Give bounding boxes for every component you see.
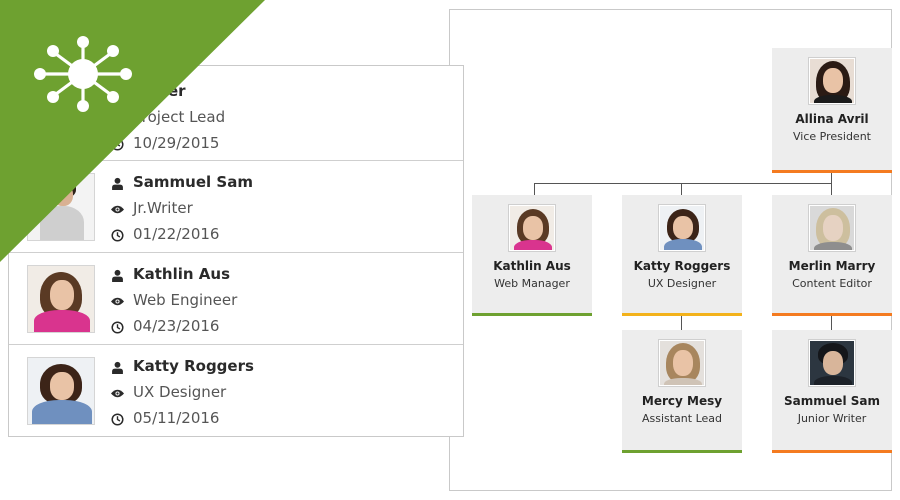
org-chart-panel: Allina Avril Vice President Kathlin Aus … [449, 9, 892, 491]
employee-date: 04/23/2016 [133, 317, 220, 335]
org-node-name: Mercy Mesy [641, 394, 723, 408]
employee-date: 01/22/2016 [133, 225, 220, 243]
eye-icon [111, 202, 124, 215]
connector-level2-left [681, 316, 682, 330]
org-node-merlin-marry[interactable]: Merlin Marry Content Editor [772, 195, 892, 316]
avatar [809, 58, 855, 104]
employee-role-line: UX Designer [111, 381, 226, 403]
org-node-katty-roggers[interactable]: Katty Roggers UX Designer [622, 195, 742, 316]
org-node-mercy-mesy[interactable]: Mercy Mesy Assistant Lead [622, 330, 742, 453]
connector-horizontal-level1 [534, 183, 832, 184]
avatar [27, 265, 95, 333]
clock-icon [111, 320, 124, 334]
org-node-name: Katty Roggers [633, 259, 731, 273]
avatar [809, 340, 855, 386]
org-node-accent-bar [772, 313, 892, 316]
employee-date: 05/11/2016 [133, 409, 220, 427]
employee-name-line: Katty Roggers [111, 355, 254, 377]
avatar [659, 340, 705, 386]
connector-root-down [831, 173, 832, 183]
list-item[interactable]: Kathlin Aus Web Engineer 04/23/2016 [9, 253, 463, 345]
user-icon [111, 176, 124, 190]
clock-icon [111, 228, 124, 242]
avatar [659, 205, 705, 251]
employee-role: Project Lead [133, 108, 226, 126]
avatar [509, 205, 555, 251]
user-icon [111, 268, 124, 282]
connector-level2-right [831, 316, 832, 330]
org-node-sammuel-sam[interactable]: Sammuel Sam Junior Writer [772, 330, 892, 453]
employee-name: Katty Roggers [133, 357, 254, 375]
org-node-root[interactable]: Allina Avril Vice President [772, 48, 892, 173]
org-node-role: Junior Writer [797, 412, 867, 425]
org-node-accent-bar [622, 450, 742, 453]
list-item[interactable]: Katty Roggers UX Designer 05/11/2016 [9, 345, 463, 436]
eye-icon [111, 294, 124, 307]
org-node-role: Vice President [793, 130, 871, 143]
employee-list-card: Fisher Project Lead 10/29/2015 [8, 65, 464, 437]
org-node-accent-bar [622, 313, 742, 316]
org-node-accent-bar [472, 313, 592, 316]
employee-name: Kathlin Aus [133, 265, 230, 283]
org-node-kathlin-aus[interactable]: Kathlin Aus Web Manager [472, 195, 592, 316]
org-node-name: Allina Avril [795, 112, 869, 126]
org-node-role: Assistant Lead [641, 412, 723, 425]
clock-icon [111, 412, 124, 426]
org-node-name: Kathlin Aus [493, 259, 571, 273]
corner-ribbon [0, 0, 270, 265]
employee-date-line: 05/11/2016 [111, 407, 219, 429]
org-node-accent-bar [772, 450, 892, 453]
org-node-name: Sammuel Sam [784, 394, 880, 408]
employee-name-line: Kathlin Aus [111, 263, 230, 285]
employee-role: Web Engineer [133, 291, 238, 309]
employee-date: 10/29/2015 [133, 134, 220, 152]
user-icon [111, 360, 124, 374]
avatar [809, 205, 855, 251]
connector-level1-right [831, 183, 832, 195]
employee-role-line: Jr.Writer [111, 197, 193, 219]
eye-icon [111, 386, 124, 399]
org-node-role: Content Editor [792, 277, 872, 290]
employee-name-line: Sammuel Sam [111, 171, 253, 193]
employee-date-line: 01/22/2016 [111, 223, 219, 245]
employee-role: UX Designer [133, 383, 227, 401]
connector-level1-middle [681, 183, 682, 195]
employee-role: Jr.Writer [133, 199, 193, 217]
employee-role-line: Web Engineer [111, 289, 237, 311]
org-node-role: Web Manager [494, 277, 570, 290]
org-node-role: UX Designer [647, 277, 717, 290]
employee-name: Sammuel Sam [133, 173, 253, 191]
org-node-name: Merlin Marry [788, 259, 876, 273]
employee-date-line: 04/23/2016 [111, 315, 219, 337]
org-node-accent-bar [772, 170, 892, 173]
avatar [27, 357, 95, 425]
connector-level1-left [534, 183, 535, 195]
